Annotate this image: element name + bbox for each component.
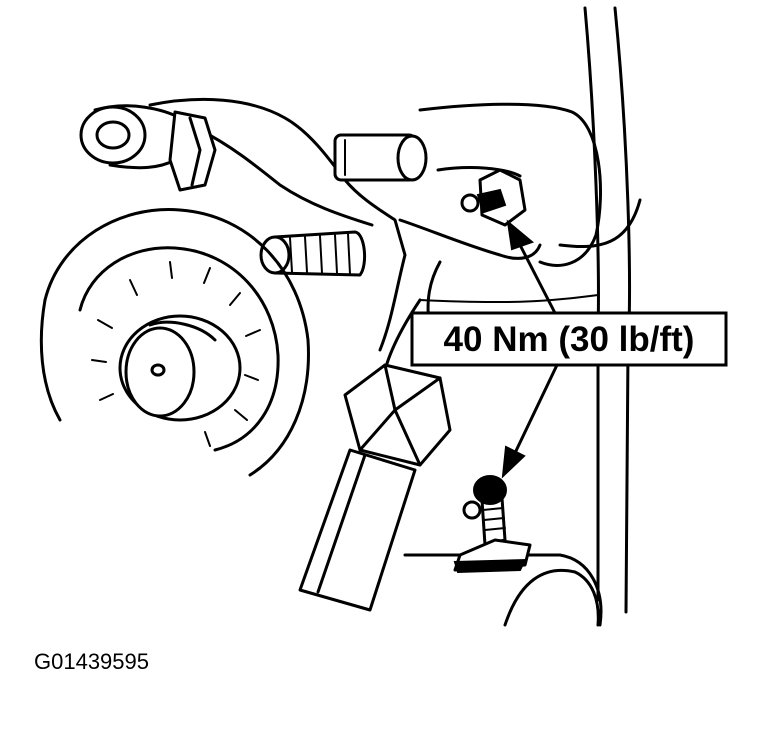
- arrow-head-lower-bolt: [501, 445, 526, 479]
- arrow-head-upper-bolt: [506, 219, 534, 251]
- threaded-stud: [259, 230, 367, 277]
- upper-bolt: [460, 168, 527, 227]
- lower-bolt: [453, 475, 532, 574]
- torque-callout: 40 Nm (30 lb/ft): [410, 311, 728, 367]
- callout-box: [410, 311, 728, 367]
- upper-stud: [333, 133, 428, 182]
- leader-arrows: [501, 219, 559, 479]
- figure-id: G01439595: [34, 649, 149, 674]
- pulley: [39, 208, 310, 477]
- torque-label: 40 Nm (30 lb/ft): [444, 320, 695, 359]
- socket-wrench: [298, 363, 452, 612]
- coolant-tube-fitting: [79, 104, 217, 192]
